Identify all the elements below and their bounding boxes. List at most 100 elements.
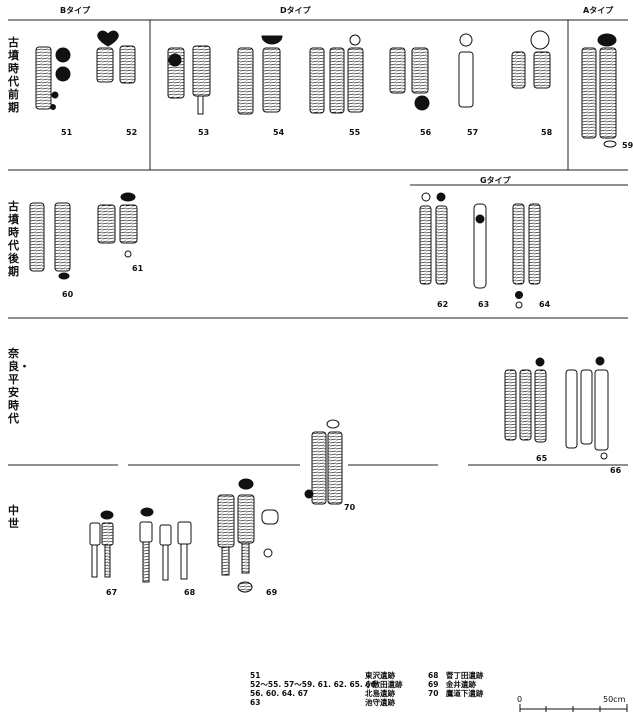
- artifact-61-cap: [121, 193, 135, 201]
- artifact-55-dot: [350, 35, 360, 45]
- artifact-66-body: [595, 370, 608, 450]
- legend-site: 小敷田遺跡: [365, 680, 403, 689]
- artifact-58-body: [512, 52, 525, 88]
- artifact-51-dot: [51, 105, 56, 110]
- scale-zero-label: 0: [517, 695, 522, 704]
- artifact-70-body: [328, 432, 342, 504]
- legend-site: 北島遺跡: [365, 689, 403, 698]
- artifact-64-dot: [516, 302, 522, 308]
- legend-site: 68 菅丁田遺跡: [428, 671, 483, 680]
- artifact-number: 62: [437, 300, 448, 309]
- artifact-67-cap: [101, 511, 113, 519]
- artifacts-row2: [30, 193, 540, 308]
- artifact-number: 64: [539, 300, 550, 309]
- artifact-54-cap: [262, 36, 282, 44]
- artifact-number: 70: [344, 503, 355, 512]
- artifact-64-body: [529, 204, 540, 284]
- artifact-54-body: [263, 48, 280, 112]
- artifact-66-body: [581, 370, 592, 444]
- artifact-number: 69: [266, 588, 277, 597]
- artifact-number: 55: [349, 128, 360, 137]
- artifact-51-dot: [52, 92, 58, 98]
- artifact-number: 58: [541, 128, 552, 137]
- artifact-68-cap: [141, 508, 153, 516]
- artifact-62-body: [436, 206, 447, 284]
- artifact-60-dot: [59, 273, 69, 279]
- legend-right: 68 菅丁田遺跡 69 金井遺跡 70 鷹道下遺跡: [428, 671, 483, 698]
- artifact-56-body: [412, 48, 428, 93]
- legend-left-line: 56. 60. 64. 67: [250, 689, 376, 698]
- artifact-69-handle: [222, 547, 229, 575]
- artifact-68-handle: [143, 542, 149, 582]
- artifact-62-dot: [437, 193, 445, 201]
- artifact-52-body: [120, 46, 135, 83]
- artifact-61-body: [120, 205, 137, 243]
- artifact-65-dot: [536, 358, 544, 366]
- legend-left-line: 51: [250, 671, 376, 680]
- artifact-57-head: [460, 34, 472, 46]
- artifact-51-body: [36, 47, 51, 109]
- artifact-number: 53: [198, 128, 209, 137]
- artifact-58-body: [534, 52, 550, 88]
- artifact-68-body: [140, 522, 152, 542]
- artifact-number: 68: [184, 588, 195, 597]
- type-label-a: Aタイプ: [583, 6, 613, 15]
- artifact-55-body: [330, 48, 344, 113]
- artifact-56-dot: [415, 96, 429, 110]
- artifact-66-dot: [596, 357, 604, 365]
- artifact-52-body: [97, 48, 113, 82]
- scale-bar: [520, 704, 627, 712]
- artifact-59-body: [600, 48, 616, 138]
- artifact-52-heart: [98, 31, 119, 46]
- artifact-51-dot: [56, 48, 70, 62]
- artifact-68-body: [178, 522, 191, 544]
- artifact-59-body: [582, 48, 596, 138]
- artifact-55-body: [310, 48, 324, 113]
- artifact-56-body: [390, 48, 405, 93]
- legend-left-line: 52～55. 57～59. 61. 62. 65. 66: [250, 680, 376, 689]
- artifact-53-body: [193, 46, 210, 96]
- artifacts-row1: [36, 31, 616, 147]
- artifact-67-handle: [92, 545, 97, 577]
- artifact-69-dot: [264, 549, 272, 557]
- artifact-70-body: [312, 432, 326, 504]
- artifact-number: 66: [610, 466, 621, 475]
- artifact-67-body: [90, 523, 100, 545]
- artifact-53-handle: [198, 96, 203, 114]
- artifact-69-handle: [242, 543, 249, 573]
- artifact-number: 57: [467, 128, 478, 137]
- artifact-69-piece: [262, 510, 278, 524]
- period-label-medieval: 中世: [8, 504, 20, 530]
- artifact-67-handle: [105, 545, 110, 577]
- artifact-69-dot: [238, 582, 252, 592]
- legend-site: 池守遺跡: [365, 698, 403, 707]
- artifact-58-head: [531, 31, 549, 49]
- artifacts-row4: [90, 479, 278, 592]
- artifact-54-body: [238, 48, 253, 114]
- artifact-number: 60: [62, 290, 73, 299]
- artifact-57-body: [459, 52, 473, 107]
- artifact-69-cap: [239, 479, 253, 489]
- legend-site: 東沢遺跡: [365, 671, 403, 680]
- artifact-65-body: [535, 370, 546, 442]
- artifact-53-dot: [169, 54, 181, 66]
- artifact-63-dot: [476, 215, 484, 223]
- artifact-61-body: [98, 205, 115, 243]
- type-label-d: Dタイプ: [280, 6, 311, 15]
- artifact-number: 52: [126, 128, 137, 137]
- scale-max-label: 50cm: [603, 695, 625, 704]
- artifact-69-body: [218, 495, 234, 547]
- artifact-69-body: [238, 495, 254, 543]
- artifact-number: 61: [132, 264, 143, 273]
- legend-site: 70 鷹道下遺跡: [428, 689, 483, 698]
- period-label-late-kofun: 古墳時代後期: [8, 200, 20, 278]
- artifact-62-body: [420, 206, 431, 284]
- artifact-65-body: [520, 370, 531, 440]
- artifact-51-dot: [56, 67, 70, 81]
- artifact-60-body: [55, 203, 70, 271]
- artifact-number: 54: [273, 128, 284, 137]
- artifact-60-body: [30, 203, 44, 271]
- artifacts-row3: [305, 357, 608, 504]
- legend-left: 51 52～55. 57～59. 61. 62. 65. 66 56. 60. …: [250, 671, 376, 707]
- period-label-early-kofun: 古墳時代前期: [8, 36, 20, 114]
